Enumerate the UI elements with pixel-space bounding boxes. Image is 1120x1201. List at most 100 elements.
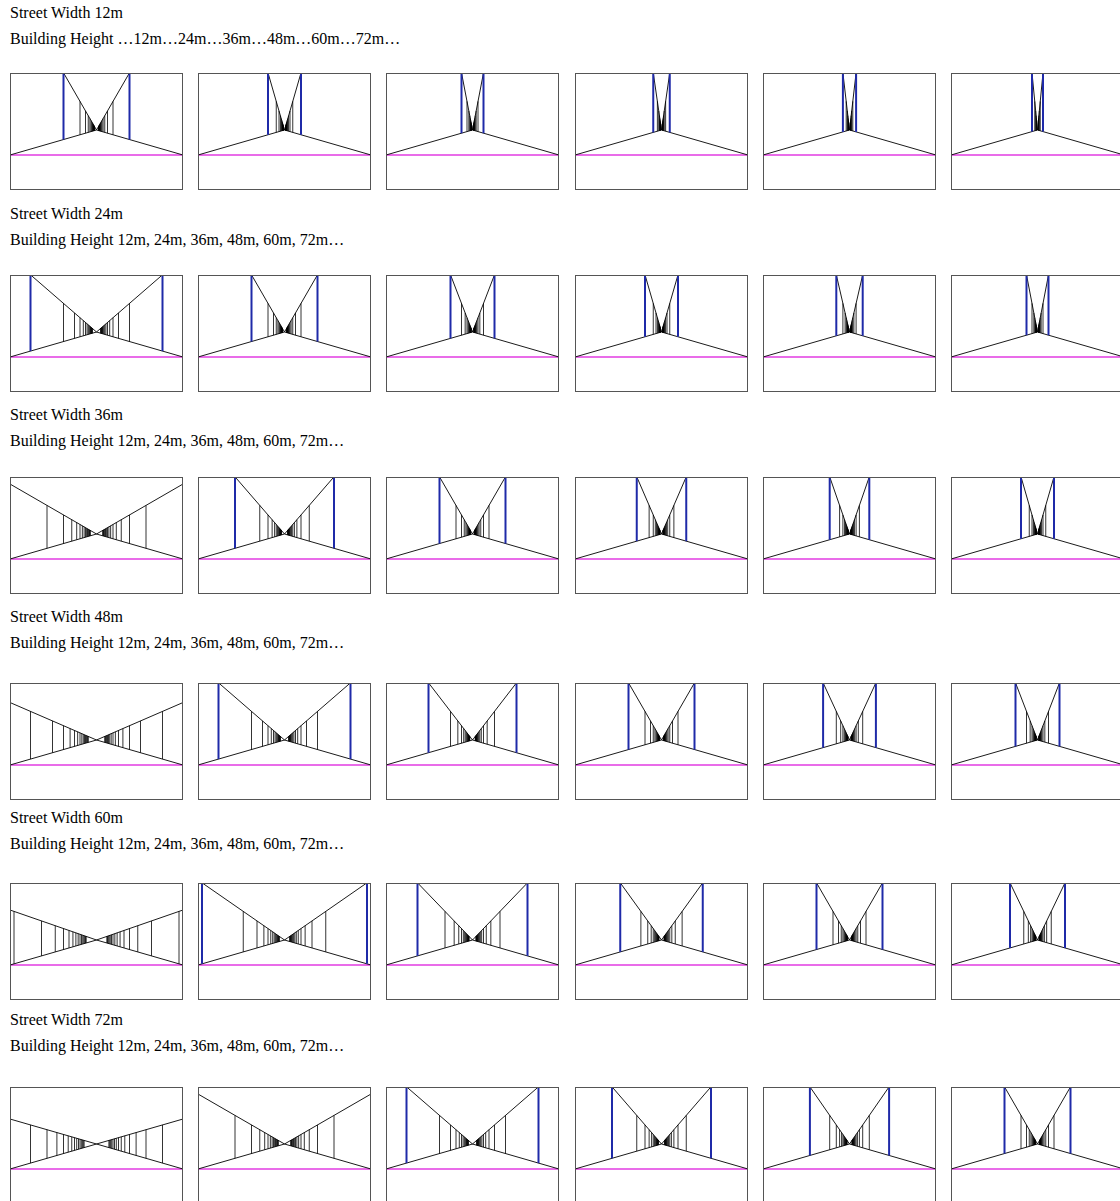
facade-edge [1040,934,1041,941]
facade-edge [1035,321,1036,333]
facade-edge [847,322,848,332]
facade-edge [1038,326,1039,333]
facade-edge [108,735,109,744]
facade-edge [277,935,278,942]
facade-edge [474,327,475,332]
facade-edge [1036,119,1037,131]
facade-edge [656,933,657,942]
facade-edge [666,1138,667,1145]
horizon-line [198,764,371,766]
facade-edge [439,1115,440,1153]
facade-edge [839,1130,840,1147]
facade-edge [280,326,281,333]
facade-edge [469,736,470,741]
facade-edge [664,936,665,940]
facade-edge [309,505,310,541]
building-front-edge [644,275,646,337]
facade-edge [856,1134,857,1145]
facade-edge [292,733,293,743]
facade-edge [1035,734,1036,741]
facade-edge [1032,1136,1033,1146]
facade-edge [103,530,104,536]
facade-edge [85,735,86,743]
facade-edge [657,733,658,741]
street-panel [10,883,183,988]
facade-edge [295,730,296,743]
facade-edge [478,524,479,535]
facade-edge [87,529,88,537]
facade-edge [850,122,851,130]
facade-edge [851,936,852,940]
building-front-edge [162,275,164,351]
facade-edge [663,119,664,131]
facade-edge [489,1130,490,1149]
facade-edge [476,321,477,334]
facade-edge [298,930,299,944]
facade-edge [475,116,476,131]
facade-edge [268,1134,269,1148]
facade-edge [659,324,660,333]
facade-edge [842,303,843,334]
facade-edge [281,530,282,534]
facade-edge [94,126,95,130]
facade-edge [848,327,849,332]
facade-edge [656,1138,657,1146]
building-height-heading: Building Height 12m, 24m, 36m, 48m, 60m,… [10,230,344,250]
horizon-line [763,964,936,966]
building-front-edge [1026,275,1028,335]
facade-edge [476,528,477,535]
facade-edge [286,328,287,333]
facade-edge [471,123,472,131]
ground-line [386,940,473,965]
facade-edge [478,1139,479,1146]
ground-line [575,130,662,155]
ground-line [386,332,473,357]
facade-edge [678,1125,679,1149]
facade-edge [83,734,84,744]
facade-edge [274,933,275,943]
facade-edge [655,520,656,536]
panel-frame [199,276,371,392]
facade-edge [1048,711,1049,743]
facade-edge [1040,524,1041,534]
facade-edge [846,935,847,941]
facade-edge [667,1138,668,1146]
facade-edge [477,935,478,942]
facade-edge [842,929,843,942]
facade-edge [289,936,290,941]
facade-edge [843,1136,844,1146]
facade-edge [146,505,147,548]
facade-edge [80,1139,81,1149]
building-front-edge [538,1087,540,1163]
facade-edge [14,911,15,963]
facade-edge [862,711,863,743]
building-front-edge [505,477,507,544]
facade-edge [476,1140,477,1145]
facade-edge [71,520,72,541]
facade-edge [1041,520,1042,535]
facade-edge [100,328,101,333]
facade-edge [162,711,163,759]
building-front-edge [450,275,452,338]
facade-edge [1035,322,1036,332]
facade-edge [468,735,469,741]
facade-edge [1039,936,1040,940]
facade-edge [305,926,306,946]
facade-edge [853,313,854,333]
facade-edge [102,120,103,131]
facade-edge [1044,721,1045,742]
facade-edge [275,934,276,943]
facade-edge [273,1138,274,1148]
facade-edge [659,529,660,535]
facade-edge [845,730,846,741]
facade-edge [673,505,674,537]
facade-edge [468,322,469,333]
facade-edge [659,530,660,535]
building-front-edge [201,883,203,964]
facade-edge [852,733,853,741]
facade-edge [475,936,476,941]
facade-edge [293,732,294,743]
facade-edge [478,732,479,742]
facade-edge [656,730,657,741]
facade-edge [87,324,88,335]
